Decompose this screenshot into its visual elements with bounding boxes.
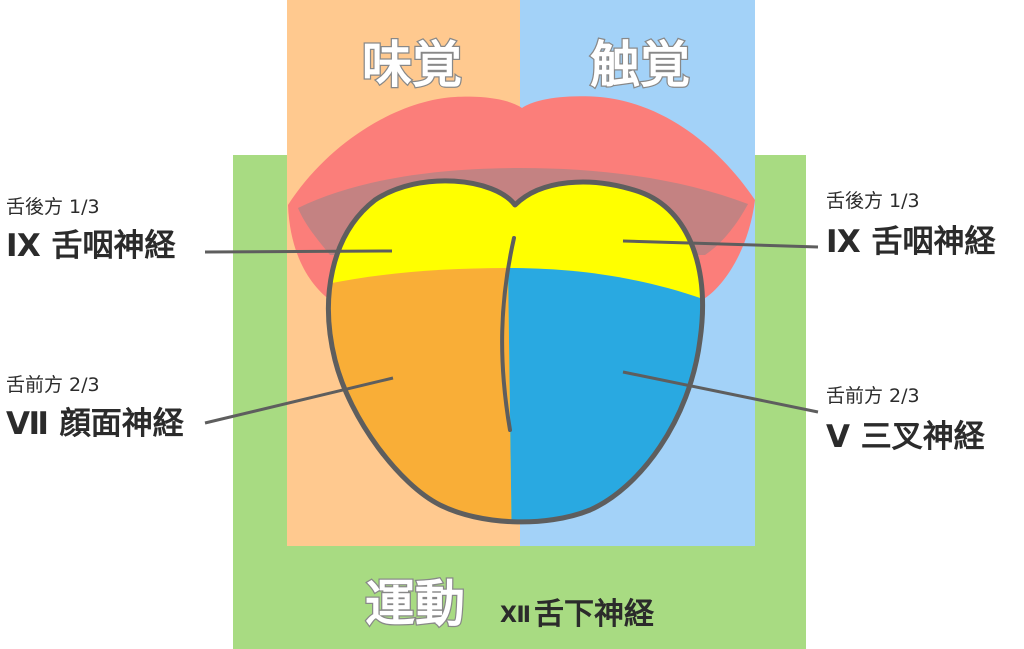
right-lower-region-label: 舌前方 2/3 [826, 385, 920, 407]
tongue-median-groove [500, 236, 516, 432]
leader-line-left-upper [204, 249, 393, 254]
left-lower-region-label: 舌前方 2/3 [6, 374, 100, 396]
leader-line-right-upper [622, 239, 819, 249]
left-lower-nerve-label: Ⅶ 顔面神経 [6, 406, 185, 442]
motor-nerve-name: 舌下神経 [534, 597, 655, 632]
left-upper-region-label: 舌後方 1/3 [6, 196, 100, 218]
leader-line-right-lower [622, 370, 819, 414]
tongue-outline [325, 178, 705, 525]
left-upper-nerve-label: Ⅸ 舌咽神経 [6, 228, 177, 264]
taste-header: 味覚 [362, 36, 462, 94]
right-upper-region-label: 舌後方 1/3 [826, 190, 920, 212]
touch-header: 触覚 [590, 36, 690, 94]
leader-line-left-lower [204, 376, 394, 425]
right-upper-nerve-label: Ⅸ 舌咽神経 [826, 224, 997, 260]
right-lower-nerve-label: Ⅴ 三叉神経 [826, 419, 986, 455]
motor-header: 運動 [365, 575, 465, 633]
motor-nerve-numeral: Ⅻ [500, 603, 531, 628]
